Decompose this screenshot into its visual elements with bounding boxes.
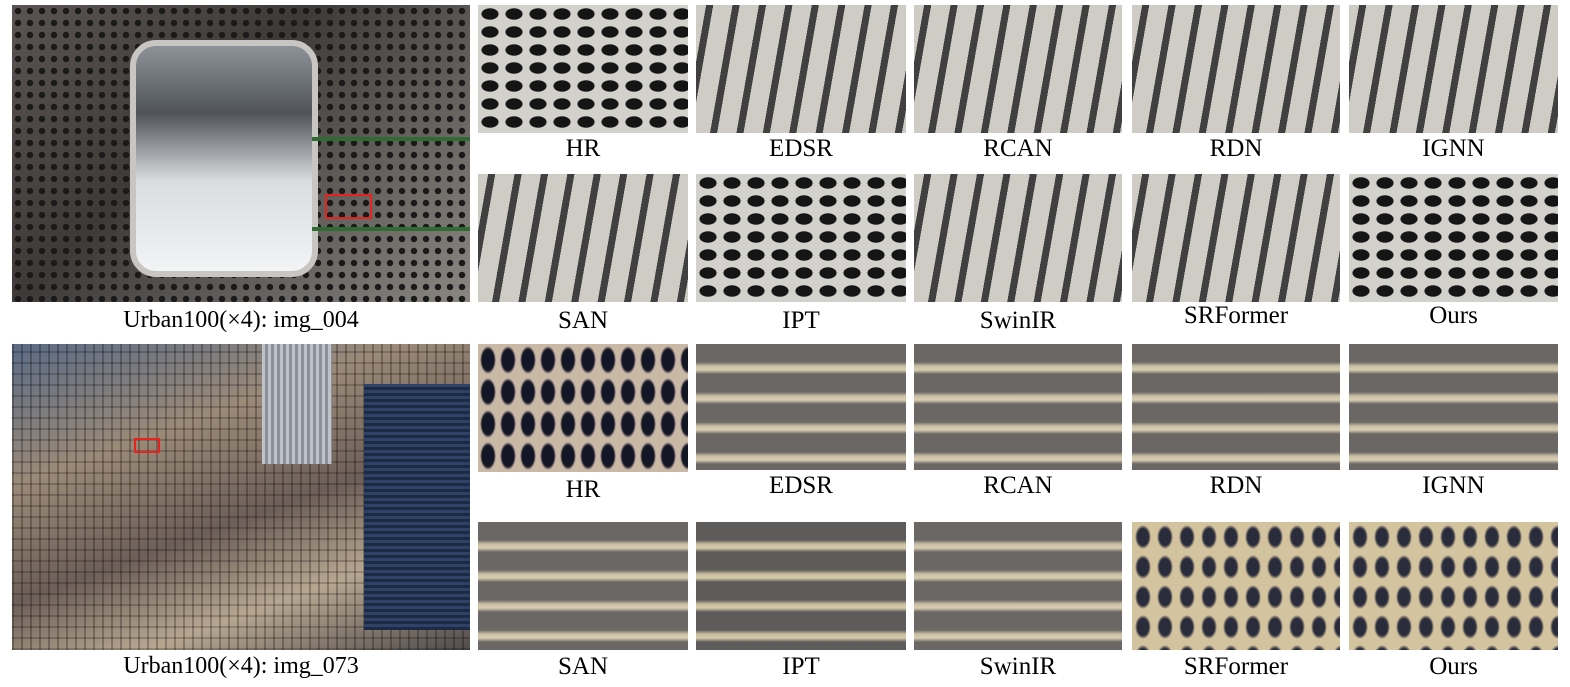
highlight-box bbox=[325, 194, 372, 219]
patch-rcan bbox=[914, 5, 1122, 133]
patch-ipt bbox=[696, 174, 906, 302]
full-image-img-073 bbox=[12, 344, 470, 650]
patch-srformer bbox=[1132, 174, 1340, 302]
patch-swinir bbox=[914, 174, 1122, 302]
patch-san bbox=[478, 522, 688, 650]
patch-label: Ours bbox=[1429, 302, 1478, 329]
patch-label: RCAN bbox=[983, 135, 1053, 162]
patch-label: Ours bbox=[1429, 653, 1478, 680]
patch-label: IPT bbox=[782, 307, 820, 334]
patch-edsr bbox=[696, 344, 906, 470]
full-image-img-004 bbox=[12, 5, 470, 302]
patch-label: EDSR bbox=[769, 472, 833, 499]
patch-san bbox=[478, 174, 688, 302]
patch-label: HR bbox=[565, 135, 601, 162]
green-stripe bbox=[312, 137, 470, 141]
patch-label: IGNN bbox=[1422, 472, 1485, 499]
patch-label: HR bbox=[565, 476, 601, 503]
patch-ignn bbox=[1349, 5, 1558, 133]
patch-hr bbox=[478, 344, 688, 472]
patch-label: SwinIR bbox=[979, 307, 1057, 334]
mirror-shape bbox=[130, 40, 318, 277]
patch-swinir bbox=[914, 522, 1122, 650]
patch-label: SwinIR bbox=[979, 653, 1057, 680]
patch-label: SAN bbox=[557, 307, 608, 334]
patch-label: SAN bbox=[557, 653, 608, 680]
skyscraper-shape bbox=[364, 384, 470, 630]
image-caption: Urban100(×4): img_004 bbox=[123, 307, 359, 333]
patch-label: RDN bbox=[1209, 472, 1263, 499]
patch-label: RCAN bbox=[983, 472, 1053, 499]
patch-ipt bbox=[696, 522, 906, 650]
patch-rdn bbox=[1132, 5, 1340, 133]
patch-label: EDSR bbox=[769, 135, 833, 162]
green-stripe bbox=[312, 227, 470, 231]
patch-rdn bbox=[1132, 344, 1340, 470]
patch-edsr bbox=[696, 5, 906, 133]
patch-label: RDN bbox=[1209, 135, 1263, 162]
patch-label: SRFormer bbox=[1183, 302, 1289, 329]
highlight-box bbox=[134, 438, 160, 453]
patch-srformer bbox=[1132, 522, 1340, 650]
image-caption: Urban100(×4): img_073 bbox=[123, 653, 359, 679]
skyscraper-shape bbox=[262, 344, 332, 464]
patch-label: SRFormer bbox=[1183, 653, 1289, 680]
patch-hr bbox=[478, 5, 688, 133]
patch-ignn bbox=[1349, 344, 1558, 470]
patch-rcan bbox=[914, 344, 1122, 470]
patch-ours bbox=[1349, 522, 1558, 650]
patch-ours bbox=[1349, 174, 1558, 302]
patch-label: IPT bbox=[782, 653, 820, 680]
patch-label: IGNN bbox=[1422, 135, 1485, 162]
